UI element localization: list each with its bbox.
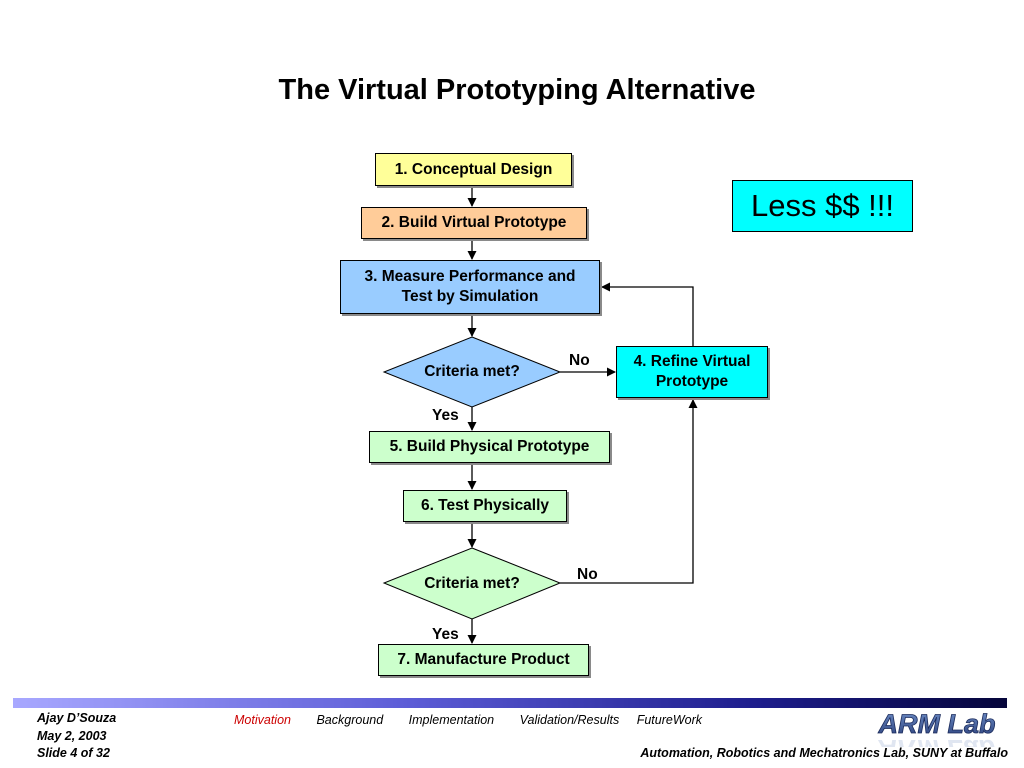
step-3-label-line2: Test by Simulation	[401, 288, 539, 305]
decision-1-label: Criteria met?	[424, 363, 520, 380]
step-7-label: 7. Manufacture Product	[397, 651, 570, 668]
callout-text: Less $$ !!!	[750, 188, 895, 223]
step-4-label-line2: Prototype	[655, 373, 729, 390]
section-nav: Motivation Background Implementation Val…	[234, 713, 702, 727]
step-6-label: 6. Test Physically	[420, 497, 550, 514]
arm-lab-logo: ARM Lab ARM Lab	[877, 709, 996, 747]
footer-slide-number: Slide 4 of 32	[37, 746, 110, 760]
decision-2-yes-label: Yes	[432, 626, 459, 643]
logo-reflection: ARM Lab	[878, 734, 996, 747]
step-4-label-line1: 4. Refine Virtual	[633, 353, 751, 370]
step-1-conceptual-design: 1. Conceptual Design	[375, 153, 572, 186]
footer-author: Ajay D’Souza	[37, 711, 117, 725]
logo-text: ARM Lab	[878, 709, 996, 739]
step-5-build-physical-prototype: 5. Build Physical Prototype	[369, 431, 610, 463]
footer-date: May 2, 2003	[37, 729, 107, 743]
nav-implementation[interactable]: Implementation	[408, 713, 495, 727]
decision-1-no-label: No	[569, 352, 590, 369]
flowchart-connectors	[382, 186, 698, 644]
step-2-build-virtual-prototype: 2. Build Virtual Prototype	[361, 207, 587, 239]
step-2-label: 2. Build Virtual Prototype	[381, 214, 567, 231]
step-3-measure-performance: 3. Measure Performance and Test by Simul…	[340, 260, 600, 314]
step-4-refine-virtual-prototype: 4. Refine Virtual Prototype	[616, 346, 768, 398]
nav-background[interactable]: Background	[316, 713, 384, 727]
decision-1-yes-label: Yes	[432, 407, 459, 424]
footer-gradient-bar	[13, 698, 1007, 708]
less-cost-callout: Less $$ !!!	[732, 180, 913, 232]
decision-diamond-2	[382, 547, 562, 620]
lab-name: Automation, Robotics and Mechatronics La…	[640, 746, 1008, 760]
step-7-manufacture-product: 7. Manufacture Product	[378, 644, 589, 676]
nav-futurework[interactable]: FutureWork	[636, 713, 702, 727]
page-title: The Virtual Prototyping Alternative	[278, 74, 756, 106]
step-3-label-line1: 3. Measure Performance and	[364, 268, 576, 285]
decision-2-label: Criteria met?	[424, 575, 520, 592]
nav-validation-results[interactable]: Validation/Results	[519, 713, 620, 727]
arrow-decision2-no-to-4	[560, 399, 698, 584]
step-1-label: 1. Conceptual Design	[394, 160, 553, 178]
nav-motivation[interactable]: Motivation	[234, 713, 291, 727]
decision-diamond-1	[382, 336, 562, 408]
step-6-test-physically: 6. Test Physically	[403, 490, 567, 522]
decision-2-no-label: No	[577, 566, 598, 583]
step-5-label: 5. Build Physical Prototype	[389, 438, 590, 455]
arrow-4-back-to-3	[601, 282, 694, 346]
